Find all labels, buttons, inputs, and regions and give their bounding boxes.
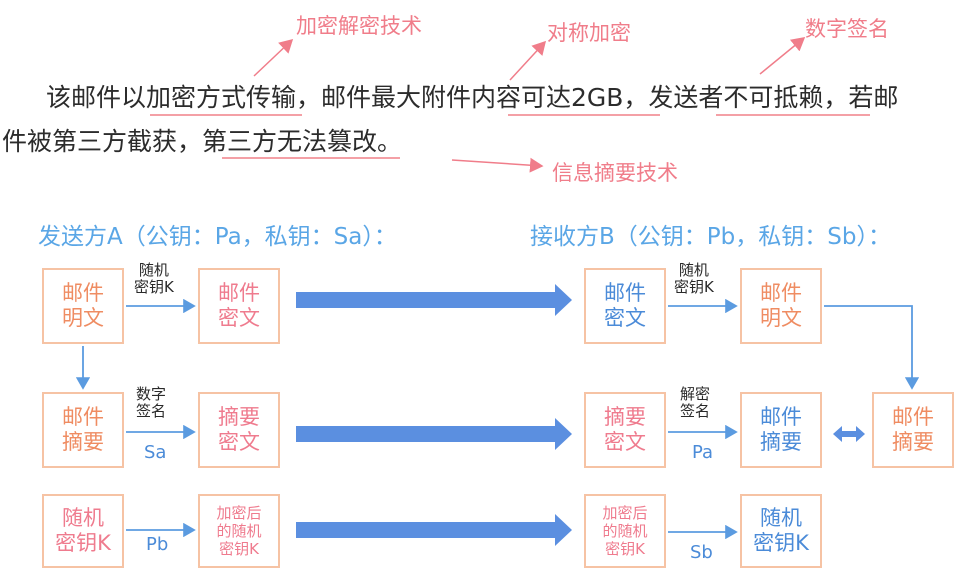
sender-encrypted-key-box: 加密后 的随机 密钥K [198, 494, 280, 568]
box-label: 邮件 [604, 280, 646, 305]
box-label: 密文 [604, 430, 646, 454]
label-line: 解密 [680, 385, 711, 403]
receiver-arrow3-key: Sb [690, 542, 713, 563]
sender-digest-cipher-box: 摘要 密文 [198, 392, 280, 468]
sender-arrow1-label: 随机 密钥K [134, 261, 174, 297]
box-label: 密钥K [605, 540, 645, 558]
note-arrow-symmetric [509, 40, 547, 81]
box-label: 密钥K [55, 531, 111, 555]
receiver-digest-cipher-box: 摘要 密文 [584, 392, 666, 468]
box-label: 邮件 [760, 280, 802, 305]
receiver-plaintext-box: 邮件 明文 [740, 268, 822, 344]
underline-content [508, 114, 660, 116]
paragraph-line-2: 件被第三方截获，第三方无法篡改。 [2, 127, 403, 156]
receiver-arrow2-key: Pa [692, 442, 714, 463]
box-label: 的随机 [602, 522, 648, 540]
sender-ciphertext-box: 邮件 密文 [198, 268, 280, 344]
arrow-compute-digest [824, 305, 920, 390]
box-label: 摘要 [604, 404, 646, 429]
receiver-encrypted-key-box: 加密后 的随机 密钥K [584, 494, 666, 568]
box-label: 摘要 [218, 404, 260, 429]
box-label: 邮件 [218, 280, 260, 305]
label-line: 密钥K [674, 278, 714, 297]
box-label: 邮件 [760, 404, 802, 429]
transmit-arrow-key [296, 514, 572, 546]
underline-nonrepudiation [716, 114, 870, 116]
transmit-arrow-cipher [296, 284, 572, 316]
label-line: 数字 [136, 385, 167, 403]
receiver-digest-box: 邮件 摘要 [740, 392, 822, 468]
label-line: 随机 [138, 261, 169, 279]
box-label: 明文 [760, 306, 802, 330]
receiver-ciphertext-box: 邮件 密文 [584, 268, 666, 344]
compare-double-arrow [833, 426, 865, 442]
box-label: 密文 [604, 306, 646, 330]
note-digest-tech: 信息摘要技术 [552, 161, 678, 185]
label-line: 密钥K [134, 278, 174, 297]
box-label: 摘要 [760, 430, 802, 454]
sender-arrow2-label: 数字 签名 [136, 385, 167, 421]
box-label: 邮件 [62, 280, 104, 305]
box-label: 密钥K [753, 531, 809, 555]
transmit-arrow-digest [296, 418, 572, 450]
note-arrow-encryption [253, 38, 294, 77]
big-arrows [296, 284, 572, 546]
sender-random-key-box: 随机 密钥K [42, 494, 124, 568]
receiver-header: 接收方B（公钥：Pb，私钥：Sb）： [530, 224, 891, 250]
receiver-arrow2-label: 解密 签名 [680, 385, 711, 421]
note-signature: 数字签名 [805, 17, 889, 41]
paragraph-line-1: 该邮件以加密方式传输，邮件最大附件内容可达2GB，发送者不可抵赖，若邮 [46, 83, 899, 112]
box-label: 密文 [218, 430, 260, 454]
receiver-arrow1-label: 随机 密钥K [674, 261, 714, 297]
box-label: 摘要 [62, 430, 104, 454]
box-label: 随机 [760, 505, 802, 530]
label-line: 签名 [680, 402, 711, 421]
note-symmetric: 对称加密 [547, 21, 631, 45]
box-label: 密文 [218, 306, 260, 330]
receiver-random-key-box: 随机 密钥K [740, 494, 822, 568]
label-line: 随机 [678, 261, 709, 279]
box-label: 摘要 [892, 430, 934, 454]
box-label: 随机 [62, 505, 104, 530]
label-line: 签名 [136, 402, 167, 421]
box-label: 加密后 [602, 504, 648, 522]
note-arrow-signature [759, 37, 806, 75]
underline-tamper [222, 157, 400, 159]
note-arrow-digest [451, 157, 544, 173]
box-label: 的随机 [216, 522, 262, 540]
sender-digest-box: 邮件 摘要 [42, 392, 124, 468]
box-label: 邮件 [62, 404, 104, 429]
note-encryption-tech: 加密解密技术 [296, 14, 422, 38]
underline-encryption [150, 114, 302, 116]
sender-plaintext-box: 邮件 明文 [42, 268, 124, 344]
box-label: 密钥K [219, 540, 259, 558]
sender-arrow3-key: Pb [146, 534, 169, 555]
sender-arrow2-key: Sa [144, 442, 167, 463]
receiver-computed-digest-box: 邮件 摘要 [872, 392, 954, 468]
box-label: 邮件 [892, 404, 934, 429]
box-label: 明文 [62, 306, 104, 330]
sender-header: 发送方A（公钥：Pa，私钥：Sa）： [38, 224, 397, 250]
box-label: 加密后 [216, 504, 262, 522]
